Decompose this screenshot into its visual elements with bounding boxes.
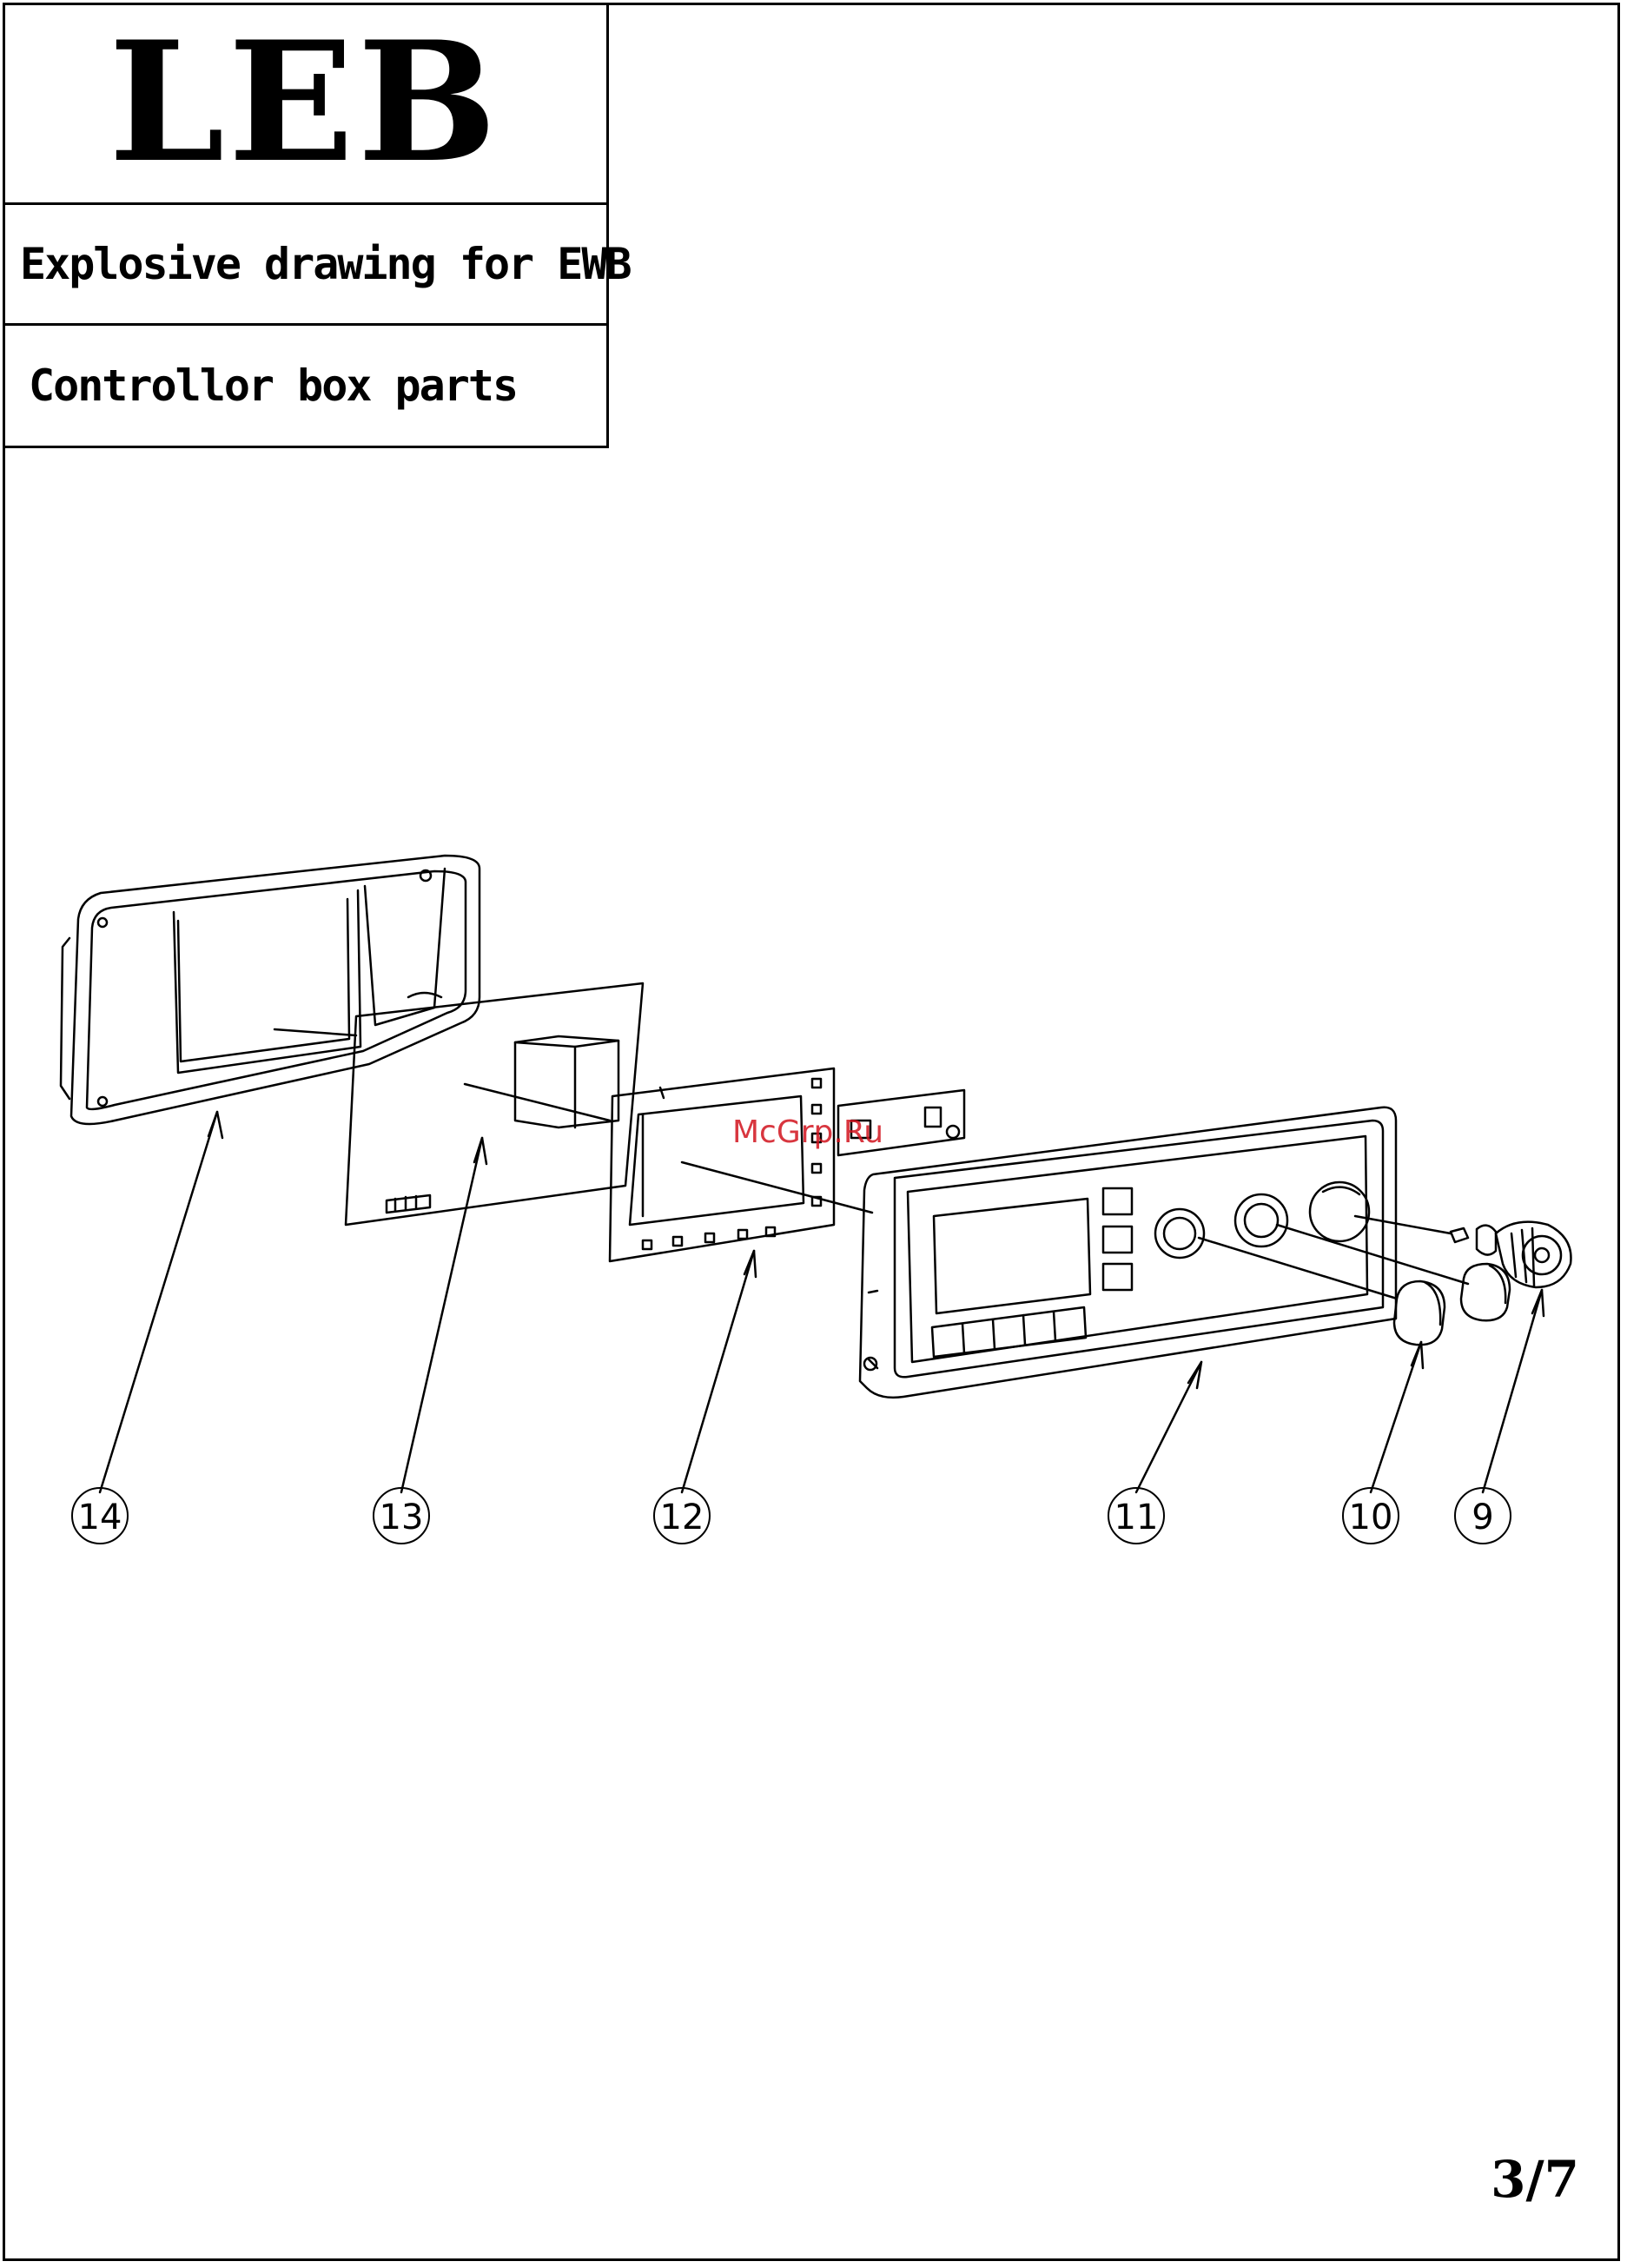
callout-10-label: 10 — [1349, 1498, 1393, 1537]
callout-13: 13 — [374, 1488, 429, 1544]
part-11-front-panel — [860, 1108, 1468, 1398]
callout-14: 14 — [72, 1488, 128, 1544]
part-12-display-pcb — [610, 1068, 872, 1261]
callout-9: 9 — [1455, 1488, 1511, 1544]
callout-12-label: 12 — [660, 1498, 704, 1537]
callout-11: 11 — [1108, 1488, 1164, 1544]
callout-14-label: 14 — [78, 1498, 122, 1537]
part-14-rear-housing — [61, 856, 480, 1124]
callouts: 14 13 12 11 10 9 — [72, 1488, 1511, 1544]
callout-9-label: 9 — [1472, 1498, 1493, 1537]
page-number: 3/7 — [1491, 2150, 1579, 2209]
part-9-door-lock — [1451, 1222, 1571, 1287]
callout-11-label: 11 — [1114, 1498, 1159, 1537]
callout-10: 10 — [1343, 1488, 1399, 1544]
part-10-knobs — [1394, 1264, 1510, 1345]
watermark: McGrp.Ru — [732, 1114, 883, 1150]
callout-12: 12 — [654, 1488, 710, 1544]
callout-13-label: 13 — [380, 1498, 424, 1537]
